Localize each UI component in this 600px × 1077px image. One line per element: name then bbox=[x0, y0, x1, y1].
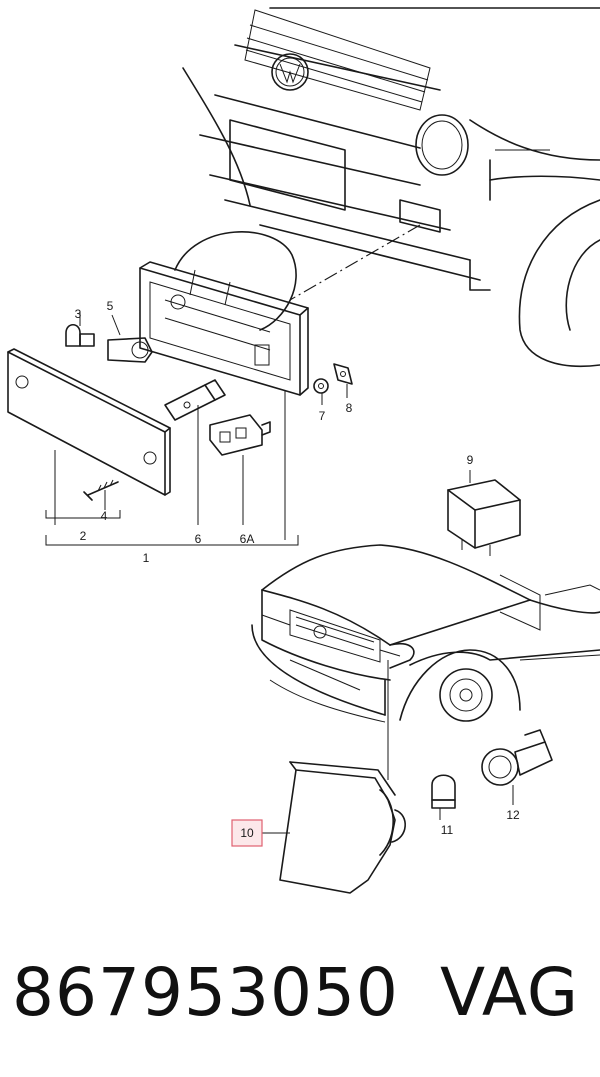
car-front-bottom-illustration bbox=[251, 544, 600, 723]
leader-line-top bbox=[289, 224, 421, 301]
washer bbox=[313, 378, 329, 394]
relay bbox=[447, 470, 521, 556]
car-front-top-illustration bbox=[182, 7, 600, 368]
label-10: 10 bbox=[240, 826, 254, 840]
label-2: 2 bbox=[80, 529, 87, 543]
label-8: 8 bbox=[346, 401, 353, 415]
label-7: 7 bbox=[319, 409, 326, 423]
brand-name: VAG bbox=[440, 954, 580, 1031]
lamp-housing bbox=[139, 261, 309, 396]
label-10-highlight bbox=[231, 819, 263, 847]
label-6: 6 bbox=[195, 532, 202, 546]
label-6a: 6A bbox=[240, 532, 255, 546]
label-1: 1 bbox=[143, 551, 150, 565]
connector bbox=[164, 379, 226, 421]
bulb-small bbox=[65, 312, 95, 347]
screw bbox=[83, 479, 119, 510]
label-4: 4 bbox=[101, 509, 108, 523]
label-9: 9 bbox=[467, 453, 474, 467]
side-indicator-lens bbox=[279, 761, 406, 894]
label-12: 12 bbox=[506, 808, 520, 822]
label-5: 5 bbox=[107, 299, 114, 313]
bulb-socket bbox=[107, 314, 153, 363]
connector-6a bbox=[209, 414, 271, 456]
reflector-lens bbox=[7, 348, 171, 496]
label-11: 11 bbox=[441, 823, 454, 837]
label-3: 3 bbox=[75, 307, 82, 321]
indicator-bulb bbox=[431, 774, 456, 820]
part-number: 867953050 bbox=[12, 954, 399, 1031]
clip-nut bbox=[333, 363, 353, 385]
indicator-socket bbox=[481, 729, 553, 805]
